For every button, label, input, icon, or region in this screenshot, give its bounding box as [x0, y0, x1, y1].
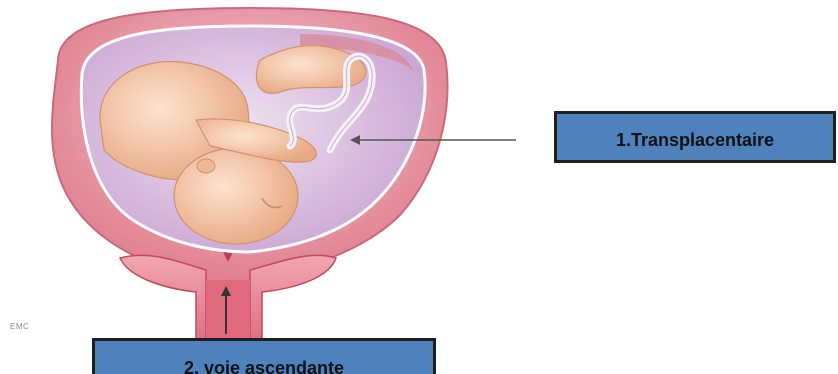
image-credit: EMC: [10, 322, 29, 331]
label-transplacental: 1.Transplacentaire: [554, 111, 836, 163]
label-ascending-route: 2. voie ascendante: [92, 338, 436, 374]
